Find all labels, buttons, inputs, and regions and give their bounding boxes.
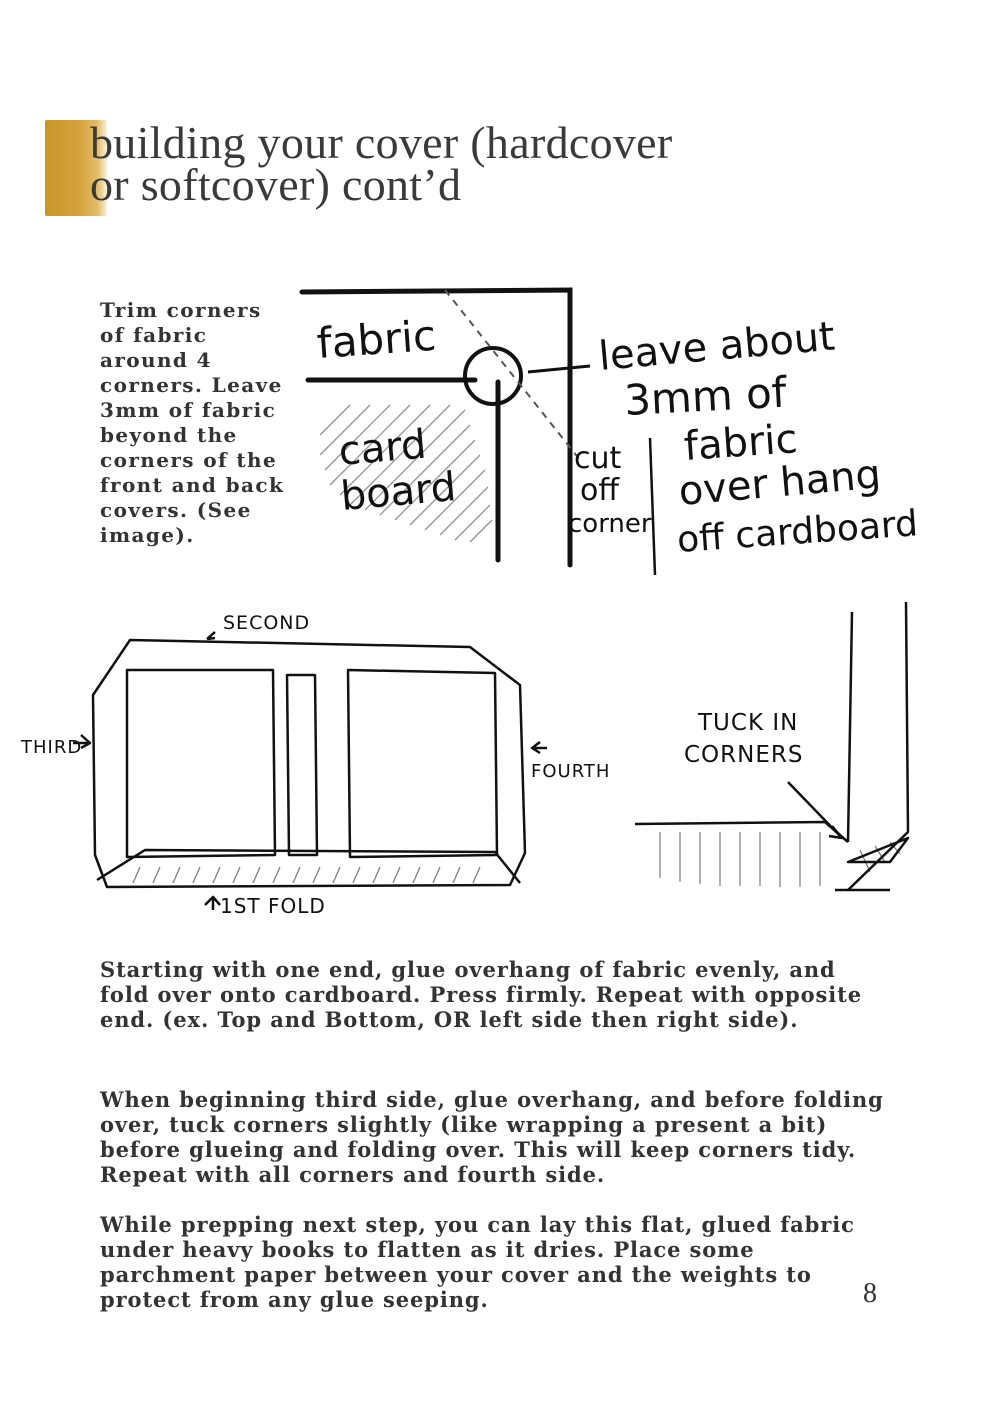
second-fold-label: SECOND <box>223 612 310 634</box>
cut-off-label-3: corner <box>568 509 652 539</box>
paragraph-2: When beginning third side, glue overhang… <box>100 1087 884 1187</box>
third-fold-label: THIRD <box>20 737 82 758</box>
gold-accent-block <box>45 120 107 216</box>
title-line-2: or softcover) cont’d <box>90 159 462 210</box>
fabric-label: fabric <box>315 311 437 368</box>
paragraph-1: Starting with one end, glue overhang of … <box>100 957 862 1032</box>
tuck-in-label: TUCK IN <box>697 710 798 736</box>
corner-trim-sketch: fabric card board cut off corner leave a… <box>299 287 919 576</box>
cut-off-label-1: cut <box>574 441 622 476</box>
first-fold-label: 1ST FOLD <box>220 894 326 918</box>
fold-order-sketch: SECOND THIRD FOURTH 1ST FOLD <box>20 612 610 918</box>
corners-label: CORNERS <box>684 742 803 768</box>
3mm-label: 3mm of <box>623 367 789 424</box>
page-number: 8 <box>863 1278 877 1309</box>
cardboard-label-2: board <box>339 464 458 520</box>
fabric-overhang-label-1: fabric <box>682 416 798 470</box>
tuck-corners-sketch: TUCK IN CORNERS <box>634 601 910 892</box>
paragraph-3: While prepping next step, you can lay th… <box>100 1212 855 1312</box>
leave-about-label: leave about <box>597 314 837 380</box>
cardboard-label-1: card <box>337 421 428 474</box>
trim-corners-instruction: Trim corners of fabric around 4 corners.… <box>100 298 285 547</box>
fourth-fold-label: FOURTH <box>531 761 610 782</box>
title-line-1: building your cover (hardcover <box>90 117 673 168</box>
page-title: building your cover (hardcover or softco… <box>90 117 673 210</box>
cut-off-label-2: off <box>580 473 620 508</box>
